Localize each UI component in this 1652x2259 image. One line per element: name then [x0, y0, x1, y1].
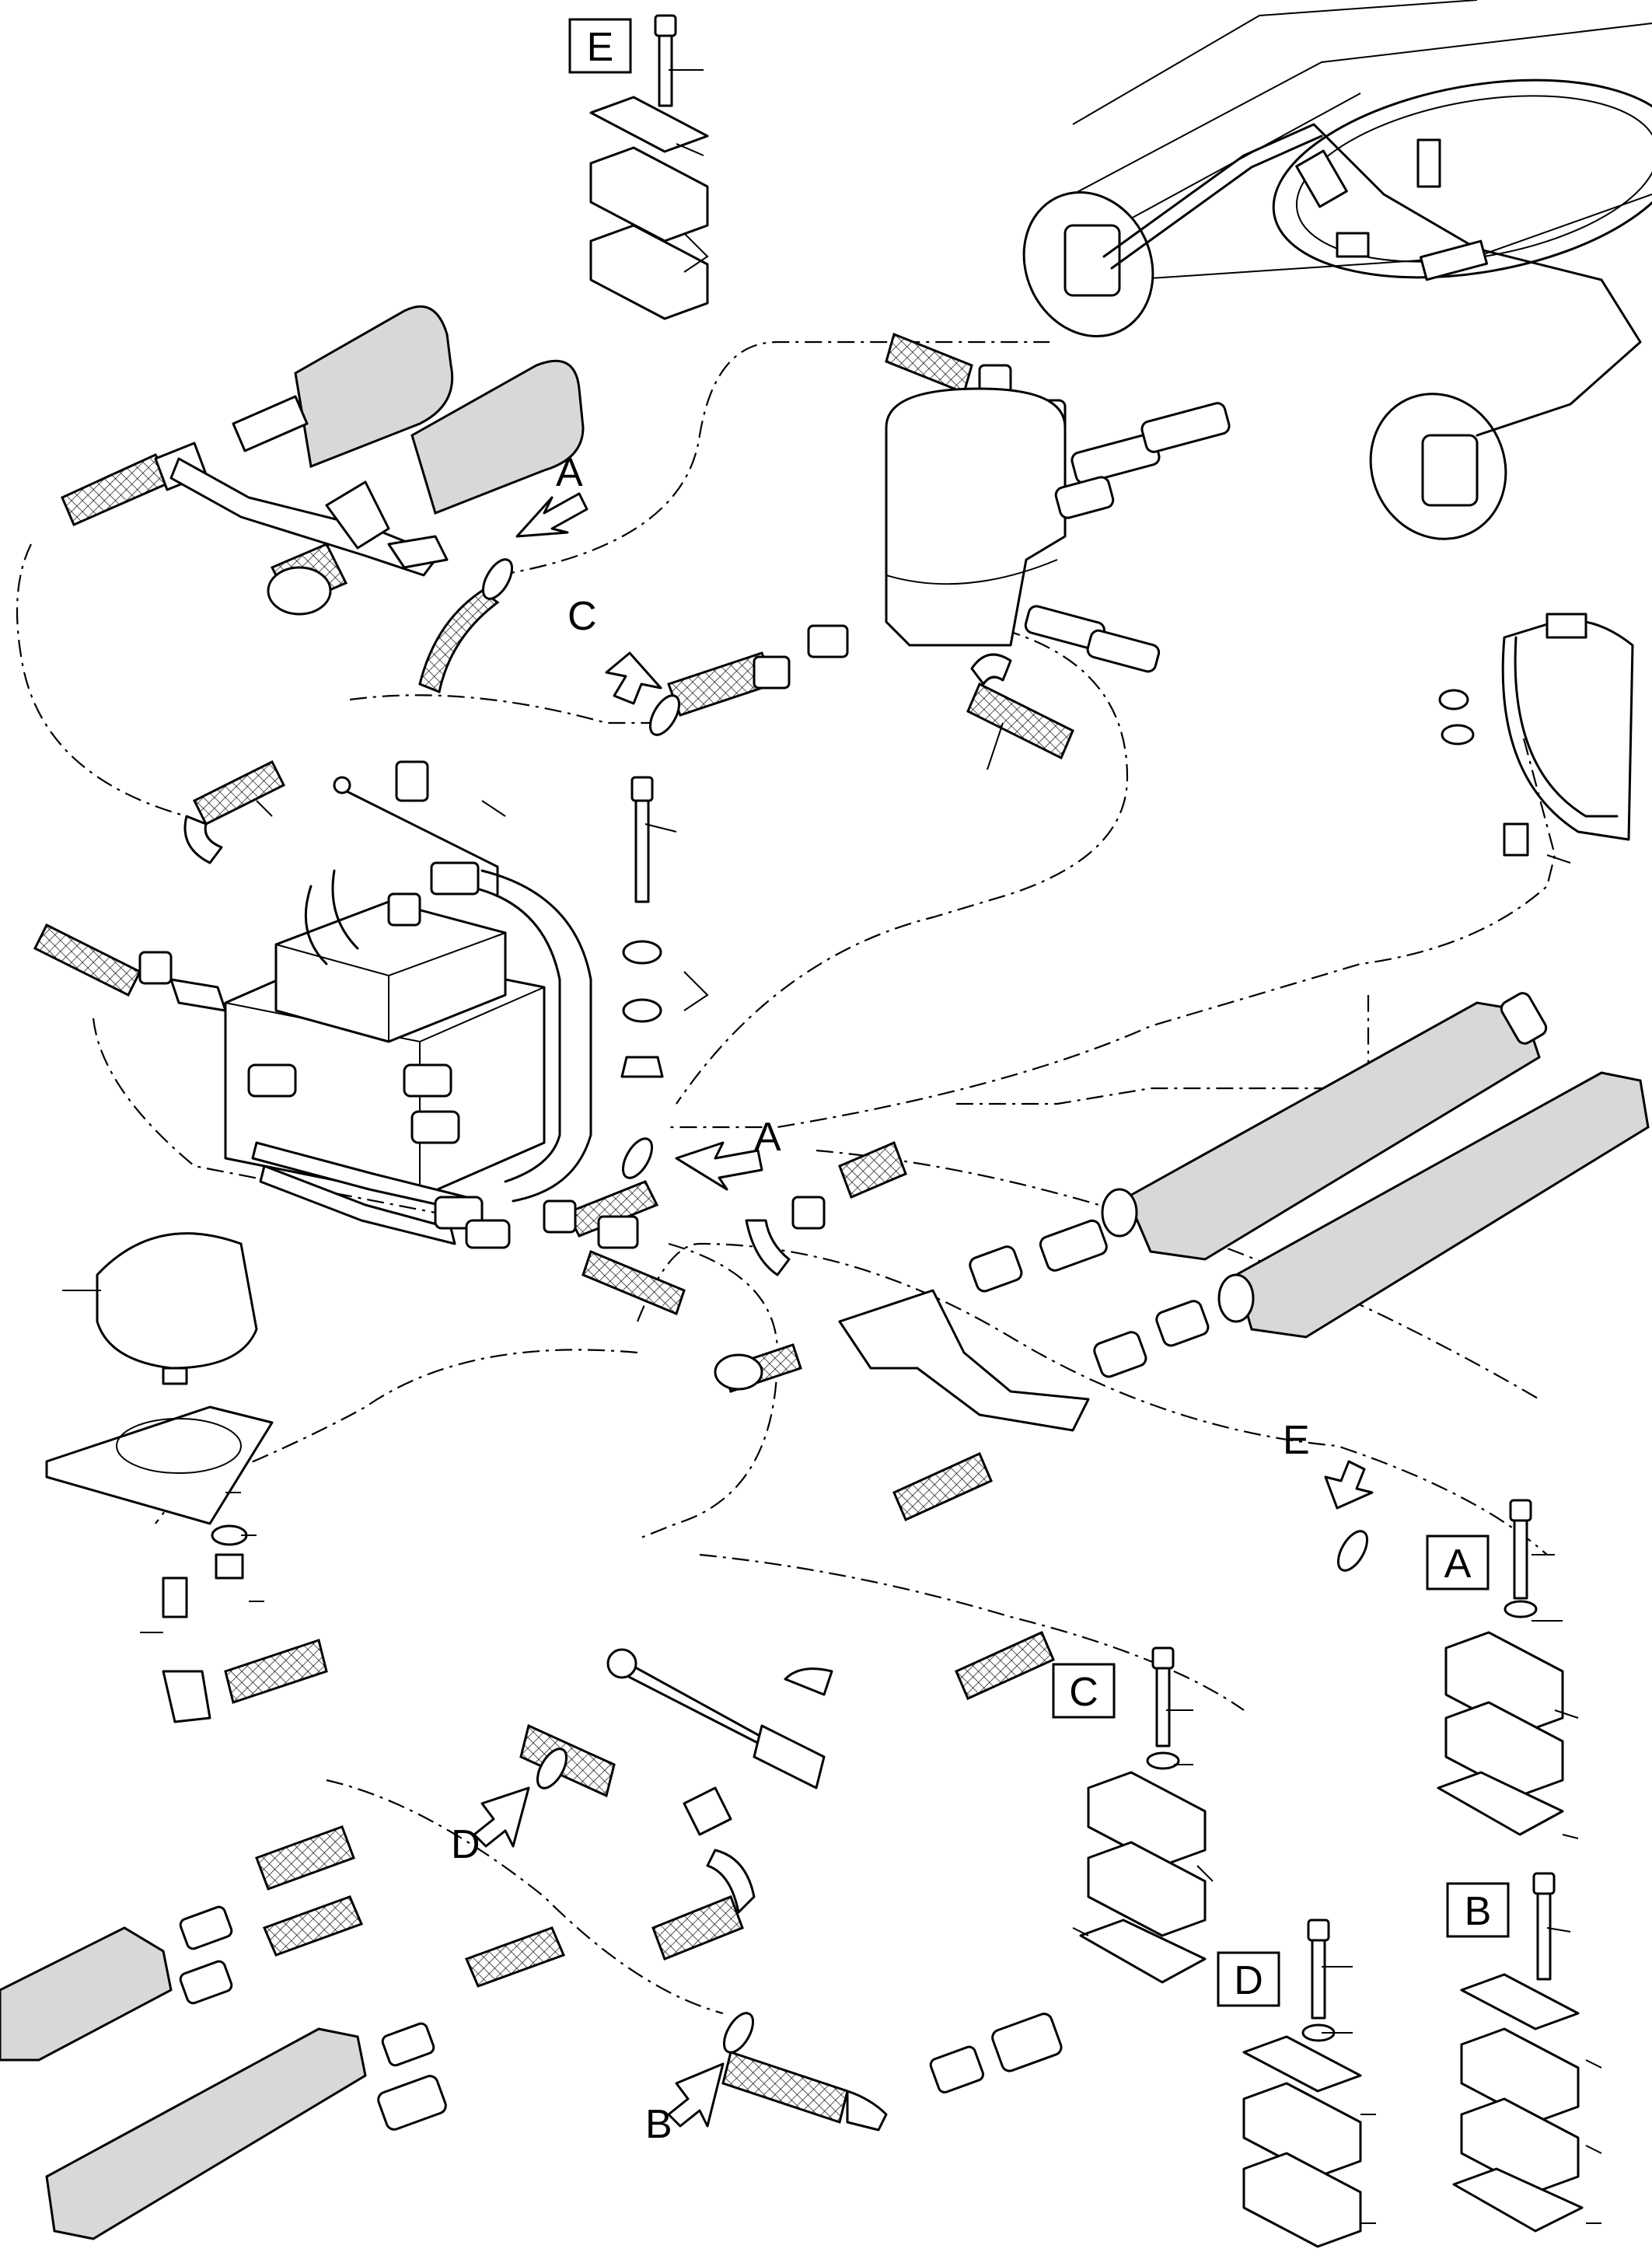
arrow-label-B: B	[645, 2102, 672, 2147]
arrow-callout-D: D	[451, 1747, 568, 1867]
arrow-callout-A-upper: A	[481, 450, 589, 600]
label-box-D: D	[1217, 1951, 1280, 2007]
arrow-callout-C: C	[568, 594, 681, 736]
arrow-label-E: E	[1283, 1418, 1310, 1463]
hose-set-center	[33, 332, 1074, 1316]
arrow-callout-A-mid: A	[621, 1115, 781, 1191]
detail-label-E: E	[587, 25, 614, 70]
arrow-label-C: C	[568, 594, 597, 639]
lower-left-cylinders	[0, 1825, 566, 2240]
label-box-A: A	[1426, 1535, 1490, 1590]
arrow-label-A-upper: A	[556, 450, 583, 495]
arrow-callout-E: E	[1283, 1418, 1374, 1572]
clamp-detail-C	[1079, 1646, 1207, 1984]
clamp-detail-D	[1242, 1919, 1362, 2248]
arrow-label-D: D	[451, 1822, 480, 1867]
routing-lines	[16, 340, 1556, 2015]
detail-label-C: C	[1069, 1670, 1098, 1715]
clamp-detail-B	[1452, 1872, 1584, 2233]
clamp-detail-E	[589, 14, 709, 320]
detail-label-A: A	[1444, 1541, 1472, 1587]
bolt-stack-center	[620, 776, 664, 1078]
center-tank	[885, 387, 1231, 673]
clamp-detail-A	[1437, 1499, 1564, 1836]
accumulator-dome	[45, 1232, 328, 1723]
accumulator-pair-right	[714, 992, 1650, 1521]
arrow-label-A-mid: A	[754, 1115, 781, 1160]
leader-lines	[62, 69, 1602, 2224]
arrow-callout-B: B	[645, 2012, 755, 2147]
label-box-C: C	[1052, 1663, 1116, 1719]
clamp-right	[1438, 613, 1634, 857]
detail-label-D: D	[1234, 1958, 1263, 2003]
detail-label-B: B	[1465, 1889, 1492, 1934]
lower-manifold	[519, 1631, 1063, 2132]
upper-accumulator-group	[61, 305, 585, 616]
label-box-B: B	[1446, 1882, 1510, 1938]
valve-block	[224, 776, 592, 1249]
axle-assembly	[1022, 0, 1652, 540]
label-box-E: E	[568, 18, 632, 74]
